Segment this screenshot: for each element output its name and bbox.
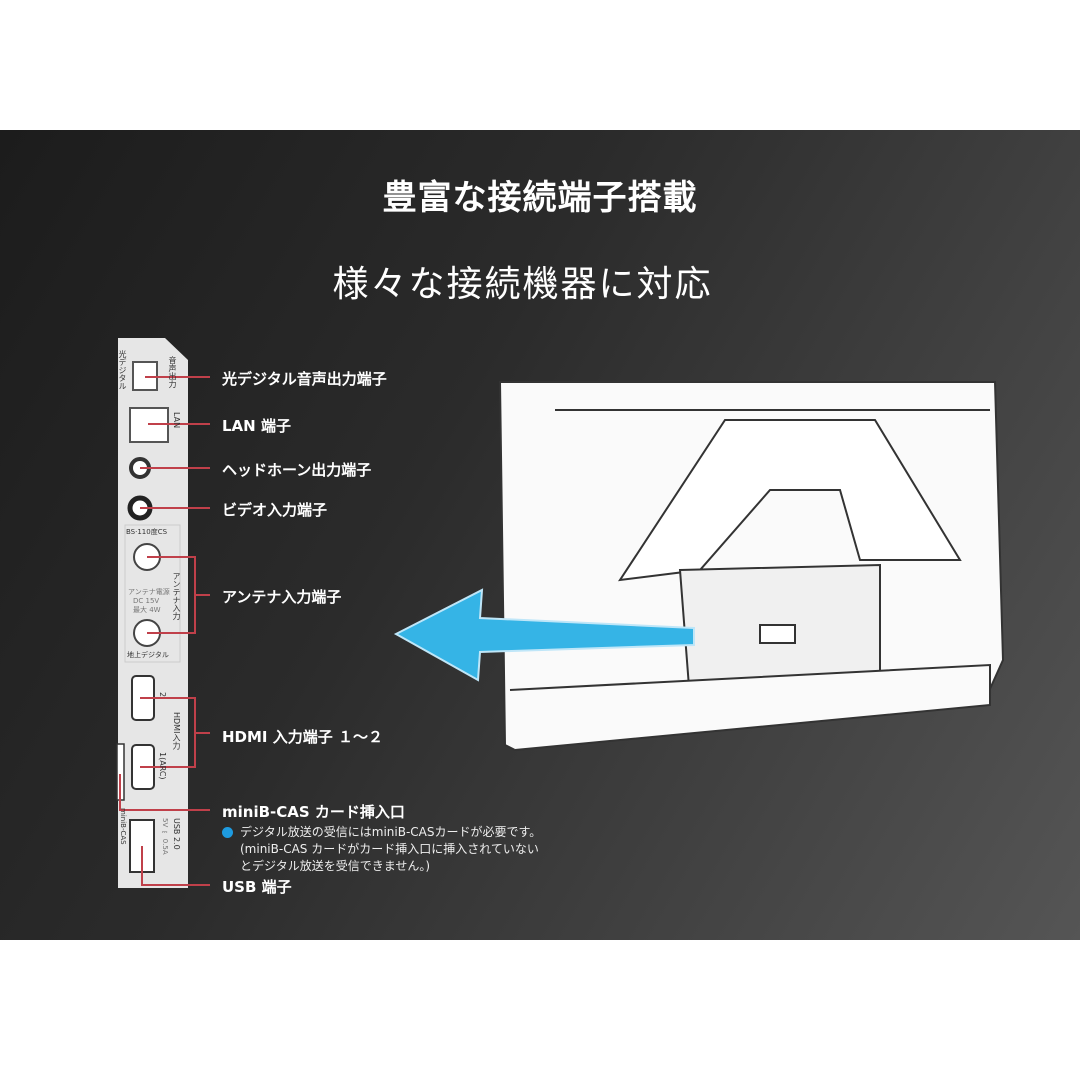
marking-hdmi1: 1(ARC) (158, 752, 167, 780)
marking-usb: USB 2.0 (172, 818, 181, 850)
port-label-bcas: miniB-CAS カード挿入口 (222, 803, 405, 821)
port-label-video: ビデオ入力端子 (222, 501, 328, 519)
marking-antenna-power: アンテナ電源 (128, 588, 170, 596)
marking-hdmi2: 2 (158, 692, 167, 698)
note-line: とデジタル放送を受信できません。) (240, 859, 431, 873)
antenna-box (124, 524, 181, 663)
bcas-note: デジタル放送の受信にはminiB-CASカードが必要です。 (miniB-CAS… (222, 824, 542, 875)
marking-bs: BS·110度CS (126, 528, 168, 536)
marking-hdmi: HDMI入力 (172, 712, 181, 750)
port-label-antenna: アンテナ入力端子 (222, 588, 342, 606)
leader-lines (119, 376, 210, 886)
marking-antenna: アンテナ入力 (172, 572, 181, 620)
direction-arrow-icon (393, 588, 695, 682)
port-label-usb: USB 端子 (222, 878, 292, 896)
port-label-optical: 光デジタル音声出力端子 (222, 370, 387, 388)
marking-optical: 光デジタル (118, 350, 127, 390)
marking-usb-power: 5V ⎓ 0.5A (161, 818, 169, 855)
marking-bcas: miniB-CAS (119, 808, 127, 845)
note-line: (miniB-CAS カードがカード挿入口に挿入されていない (240, 842, 539, 856)
marking-audio-out: 音声出力 (168, 356, 177, 388)
port-label-headphone: ヘッドホーン出力端子 (222, 461, 372, 479)
port-label-hdmi: HDMI 入力端子 １～２ (222, 728, 383, 746)
bullet-icon (222, 827, 233, 838)
page-subtitle: 様々な接続機器に対応 (332, 264, 713, 305)
marking-lan: LAN (172, 412, 181, 429)
tv-back-illustration (498, 381, 1005, 752)
marking-max: 最大 4W (133, 606, 161, 614)
marking-dc: DC 15V (133, 597, 160, 605)
port-label-lan: LAN 端子 (222, 417, 291, 435)
note-line: デジタル放送の受信にはminiB-CASカードが必要です。 (240, 825, 542, 839)
marking-terrestrial: 地上デジタル (127, 651, 169, 659)
page-title: 豊富な接続端子搭載 (382, 178, 698, 218)
